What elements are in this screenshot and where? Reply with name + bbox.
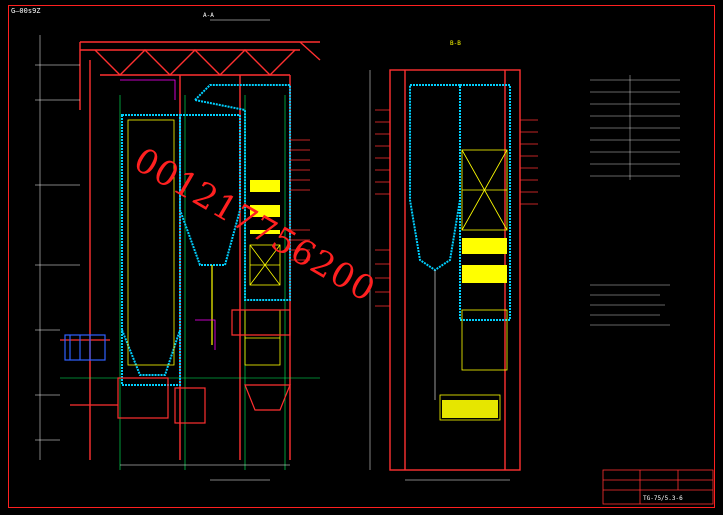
notes-block bbox=[590, 284, 670, 326]
right-walls bbox=[409, 84, 511, 321]
stairs bbox=[290, 139, 310, 261]
superheater-blocks bbox=[250, 180, 280, 234]
platform-blue bbox=[64, 334, 106, 361]
watermark: 001217756200 bbox=[127, 100, 475, 310]
left-elevation: A-A bbox=[35, 12, 321, 481]
rear-pass-wall bbox=[192, 84, 291, 301]
right-yellow-blocks bbox=[462, 238, 507, 283]
watermark-text: 001217756200 bbox=[127, 140, 383, 311]
air-heater bbox=[231, 309, 291, 411]
drawing-frame bbox=[8, 5, 715, 508]
economizer-cells bbox=[244, 244, 281, 366]
grid-lines bbox=[60, 95, 320, 470]
piping-magenta bbox=[120, 79, 216, 350]
title-block-icon bbox=[602, 469, 714, 505]
spec-table bbox=[590, 75, 680, 180]
furnace-wall bbox=[121, 114, 181, 386]
bottom-equipment bbox=[60, 339, 206, 424]
dimension-lines-left bbox=[35, 19, 290, 481]
right-cells bbox=[439, 149, 508, 421]
right-section: B-B bbox=[369, 40, 538, 481]
section-title-right: B-B bbox=[450, 40, 461, 47]
right-stairs bbox=[375, 109, 538, 307]
cyclone-icon bbox=[179, 114, 241, 266]
furnace-inner bbox=[127, 119, 175, 366]
right-bottom-fill bbox=[442, 400, 498, 418]
section-label-left: A-A bbox=[203, 12, 214, 19]
sheet-label: G—00s9Z bbox=[9, 6, 43, 16]
title-block-code: TG-75/5.3-6 bbox=[643, 495, 683, 502]
dimension-lines-right bbox=[369, 70, 510, 481]
